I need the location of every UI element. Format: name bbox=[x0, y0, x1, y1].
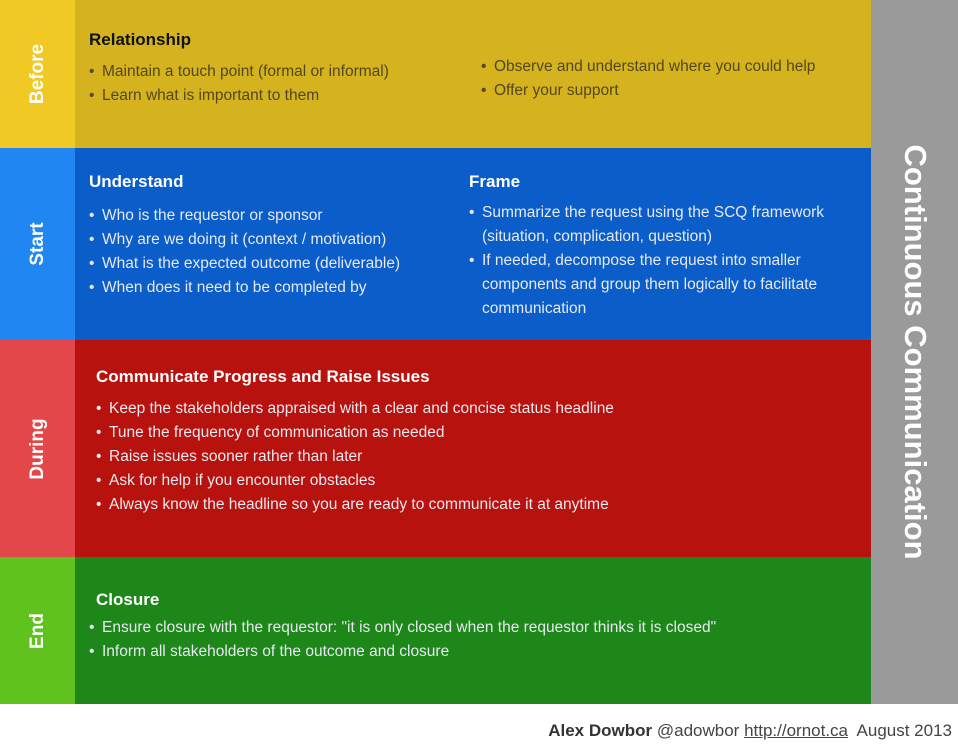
list-item: Maintain a touch point (formal or inform… bbox=[89, 60, 389, 84]
phase-label-text: End bbox=[26, 612, 48, 649]
list-item: When does it need to be completed by bbox=[89, 276, 400, 300]
list-item: If needed, decompose the request into sm… bbox=[469, 249, 849, 321]
phase-label-text: During bbox=[26, 417, 48, 480]
handle: @adowbor bbox=[656, 721, 740, 740]
start-content: Understand Who is the requestor or spons… bbox=[75, 148, 871, 340]
list-item: Inform all stakeholders of the outcome a… bbox=[89, 640, 716, 664]
list-item: Offer your support bbox=[481, 79, 815, 103]
list-item: Ask for help if you encounter obstacles bbox=[96, 469, 614, 493]
before-section: Before Relationship Maintain a touch poi… bbox=[0, 0, 871, 148]
footer: Alex Dowbor @adowbor http://ornot.ca Aug… bbox=[548, 721, 952, 741]
author: Alex Dowbor bbox=[548, 721, 653, 740]
phase-label-text: Start bbox=[26, 222, 48, 266]
list-item: Who is the requestor or sponsor bbox=[89, 204, 400, 228]
list-item: Always know the headline so you are read… bbox=[96, 493, 614, 517]
list-item: Observe and understand where you could h… bbox=[481, 55, 815, 79]
date: August 2013 bbox=[856, 721, 952, 740]
section-title: Relationship bbox=[89, 30, 192, 49]
continuous-communication-bar: Continuous Communication bbox=[871, 0, 958, 704]
list-item: Why are we doing it (context / motivatio… bbox=[89, 228, 400, 252]
section-title: Communicate Progress and Raise Issues bbox=[96, 367, 430, 386]
phase-label-before: Before bbox=[0, 0, 75, 148]
during-content: Communicate Progress and Raise Issues Ke… bbox=[75, 340, 871, 557]
website-link[interactable]: http://ornot.ca bbox=[744, 721, 849, 740]
before-content: Relationship Maintain a touch point (for… bbox=[75, 0, 871, 148]
end-content: Closure Ensure closure with the requesto… bbox=[75, 557, 871, 704]
start-section: Start Understand Who is the requestor or… bbox=[0, 148, 871, 340]
list-item: Learn what is important to them bbox=[89, 84, 389, 108]
section-title: Closure bbox=[96, 590, 160, 609]
list-item: Summarize the request using the SCQ fram… bbox=[469, 201, 849, 249]
end-section: End Closure Ensure closure with the requ… bbox=[0, 557, 871, 704]
list-item: Keep the stakeholders appraised with a c… bbox=[96, 397, 614, 421]
section-title: Understand bbox=[89, 172, 184, 191]
list-item: Ensure closure with the requestor: "it i… bbox=[89, 616, 716, 640]
list-item: Tune the frequency of communication as n… bbox=[96, 421, 614, 445]
section-title: Frame bbox=[469, 172, 521, 191]
during-section: During Communicate Progress and Raise Is… bbox=[0, 340, 871, 557]
phase-label-during: During bbox=[0, 340, 75, 557]
side-label: Continuous Communication bbox=[897, 144, 933, 560]
list-item: Raise issues sooner rather than later bbox=[96, 445, 614, 469]
phase-label-text: Before bbox=[26, 43, 48, 105]
phase-label-start: Start bbox=[0, 148, 75, 340]
list-item: What is the expected outcome (deliverabl… bbox=[89, 252, 400, 276]
phase-label-end: End bbox=[0, 557, 75, 704]
